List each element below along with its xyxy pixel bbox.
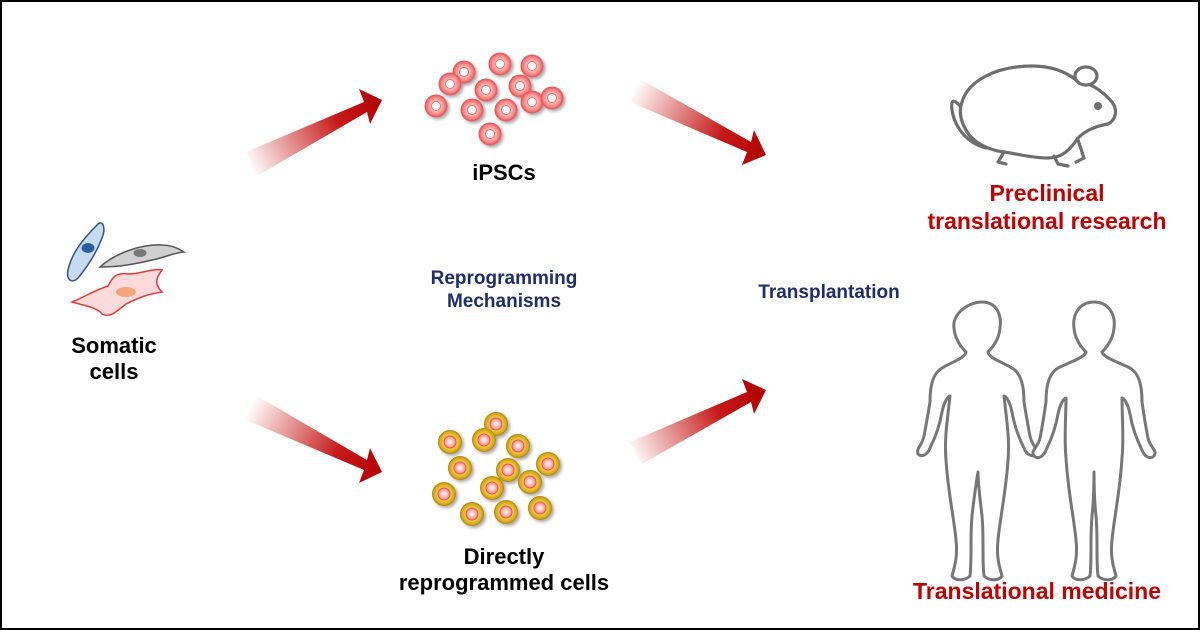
direct-cell-core — [489, 417, 503, 431]
somatic-cells-icon — [66, 222, 187, 316]
somatic-cells-label-line2: cells — [89, 359, 139, 385]
transplantation-label: Transplantation — [758, 282, 900, 303]
direct-cell-core — [499, 505, 513, 519]
ipsc-cell-nucleus — [467, 105, 477, 115]
human-silhouette-icon — [916, 300, 1157, 582]
preclinical-research-line2: translational research — [927, 207, 1167, 234]
arrow-somatic-to-direct — [246, 396, 382, 483]
direct-cell-core — [443, 435, 457, 449]
ipscs-label: iPSCs — [472, 160, 536, 185]
ipsc-cell-nucleus — [515, 81, 525, 91]
direct-cell-core — [485, 481, 499, 495]
preclinical-research-line1: Preclinical — [989, 180, 1105, 206]
ipsc-cell-nucleus — [547, 93, 557, 103]
somatic-cells-label: Somatic cells — [54, 333, 174, 386]
direct-cell-core — [501, 463, 515, 477]
arrow-direct-to-transplant — [630, 379, 766, 464]
ipsc-cell-nucleus — [445, 79, 455, 89]
ipsc-cell-nucleus — [501, 105, 511, 115]
direct-cell-core — [541, 457, 555, 471]
directly-reprogrammed-line1: Directly — [463, 544, 545, 569]
reprogramming-mechanisms-label: Reprogramming Mechanisms — [394, 268, 614, 314]
direct-cell-core — [533, 501, 547, 515]
ipsc-cell-nucleus — [481, 85, 491, 95]
ipsc-cell-nucleus — [431, 101, 441, 111]
reprogramming-mechanisms-line2: Mechanisms — [446, 290, 562, 312]
reprogramming-mechanisms-line1: Reprogramming — [430, 268, 578, 289]
mouse-icon — [950, 64, 1118, 168]
arrow-somatic-to-ipscs — [246, 89, 382, 176]
ipsc-cell-nucleus — [485, 129, 495, 139]
direct-cell-core — [437, 487, 451, 501]
direct-cell-core — [465, 507, 479, 521]
ipsc-cell-nucleus — [527, 97, 537, 107]
ipsc-cell-nucleus — [527, 61, 537, 71]
direct-cell-core — [523, 475, 537, 489]
direct-cell-cluster-icon — [432, 412, 560, 526]
directly-reprogrammed-line2: reprogrammed cells — [398, 570, 610, 596]
ipsc-cell-nucleus — [459, 67, 469, 77]
ipsc-cluster-icon — [424, 52, 564, 146]
directly-reprogrammed-cells-label: Directly reprogrammed cells — [354, 544, 654, 597]
ipsc-cell-nucleus — [495, 59, 505, 69]
direct-cell-core — [511, 439, 525, 453]
direct-cell-core — [453, 461, 467, 475]
arrow-ipscs-to-transplant — [630, 80, 766, 165]
direct-cell-core — [477, 433, 491, 447]
somatic-cells-label-line1: Somatic — [71, 333, 157, 358]
preclinical-research-label: Preclinical translational research — [902, 180, 1192, 235]
translational-medicine-label: Translational medicine — [913, 578, 1161, 604]
